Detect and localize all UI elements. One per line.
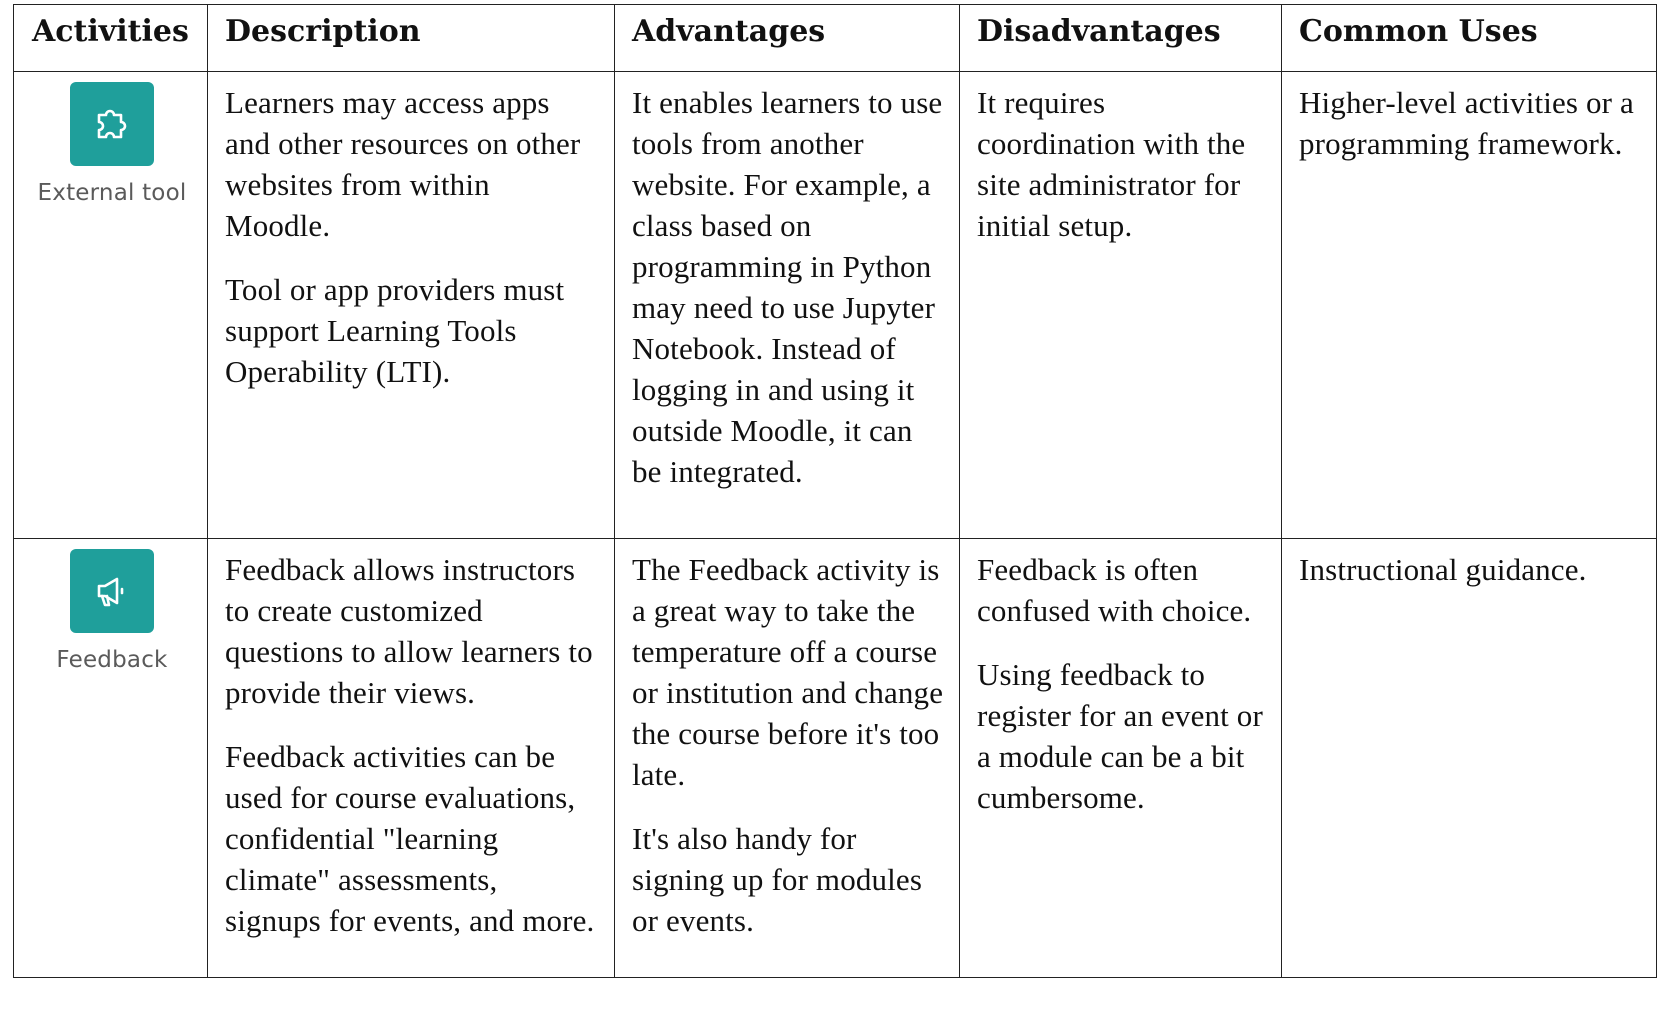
activity-external-tool: External tool xyxy=(31,82,193,208)
description-text: Tool or app providers must support Learn… xyxy=(225,272,565,389)
puzzle-piece-icon xyxy=(70,82,154,166)
activities-table: Activities Description Advantages Disadv… xyxy=(13,4,1657,978)
activity-label: Feedback xyxy=(56,647,168,673)
advantages-cell: The Feedback activity is a great way to … xyxy=(614,538,960,978)
table-header-row: Activities Description Advantages Disadv… xyxy=(13,4,1657,72)
common-uses-cell: Instructional guidance. xyxy=(1281,538,1657,978)
header-disadvantages: Disadvantages xyxy=(959,4,1282,72)
advantages-text: It's also handy for signing up for modul… xyxy=(632,821,923,938)
description-cell: Learners may access apps and other resou… xyxy=(207,71,615,539)
activities-comparison-page: Activities Description Advantages Disadv… xyxy=(13,4,1657,978)
advantages-cell: It enables learners to use tools from an… xyxy=(614,71,960,539)
common-uses-cell: Higher-level activities or a programming… xyxy=(1281,71,1657,539)
disadvantages-text: It requires coordination with the site a… xyxy=(977,85,1246,243)
common-uses-text: Higher-level activities or a programming… xyxy=(1299,85,1634,161)
disadvantages-cell: It requires coordination with the site a… xyxy=(959,71,1282,539)
table-row: Feedback Feedback allows instructors to … xyxy=(13,538,1657,978)
description-text: Learners may access apps and other resou… xyxy=(225,85,581,243)
common-uses-text: Instructional guidance. xyxy=(1299,552,1587,587)
advantages-text: The Feedback activity is a great way to … xyxy=(632,552,944,792)
header-description: Description xyxy=(207,4,615,72)
description-text: Feedback allows instructors to create cu… xyxy=(225,552,593,710)
description-text: Feedback activities can be used for cour… xyxy=(225,739,595,938)
activity-label: External tool xyxy=(37,180,187,206)
advantages-text: It enables learners to use tools from an… xyxy=(632,85,943,489)
header-common-uses: Common Uses xyxy=(1281,4,1657,72)
activity-cell: Feedback xyxy=(13,538,208,978)
header-advantages: Advantages xyxy=(614,4,960,72)
activity-feedback: Feedback xyxy=(31,549,193,675)
table-row: External tool Learners may access apps a… xyxy=(13,71,1657,539)
header-activities: Activities xyxy=(13,4,208,72)
disadvantages-text: Using feedback to register for an event … xyxy=(977,657,1263,815)
disadvantages-cell: Feedback is often confused with choice. … xyxy=(959,538,1282,978)
megaphone-icon xyxy=(70,549,154,633)
disadvantages-text: Feedback is often confused with choice. xyxy=(977,552,1252,628)
activity-cell: External tool xyxy=(13,71,208,539)
description-cell: Feedback allows instructors to create cu… xyxy=(207,538,615,978)
